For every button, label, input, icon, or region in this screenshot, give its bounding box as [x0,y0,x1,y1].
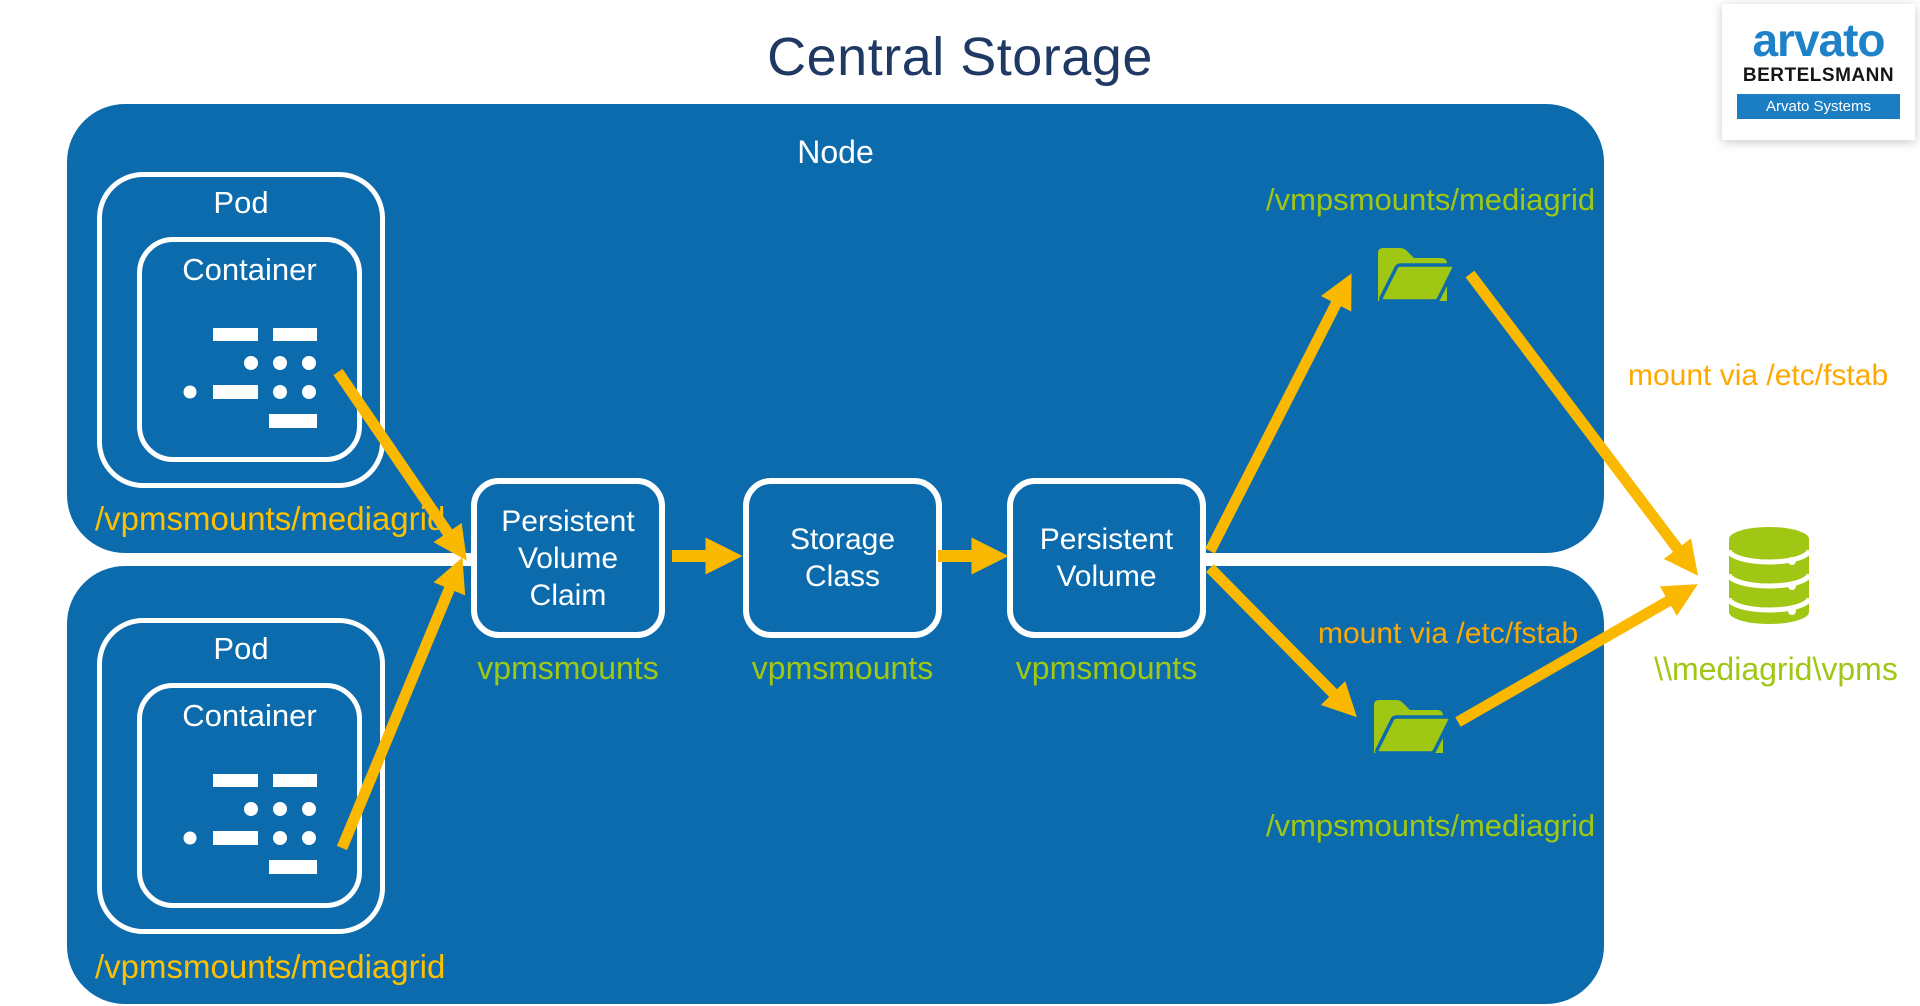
container-grid-icon [183,774,317,874]
arvato-systems-label: Arvato Systems [1765,98,1872,115]
folder-top-path-label: /vmpsmounts/mediagrid [1266,182,1596,217]
pod-label: Pod [213,631,269,666]
pod-top: Pod Container [97,172,385,488]
pod-label: Pod [213,185,269,220]
pod-top-mount-path: /vpmsmounts/mediagrid [95,500,446,537]
folder-bottom-icon [1366,691,1454,757]
folder-bottom-path-label: /vmpsmounts/mediagrid [1266,808,1596,843]
mount-via-fstab-bottom-label: mount via /etc/fstab [1318,617,1579,650]
pv-resource-name: vpmsmounts [1015,650,1198,686]
pod-bottom: Pod Container [97,618,385,934]
node-label: Node [797,134,874,170]
storage-class-box: Storage Class [743,478,942,638]
pvc-resource-name: vpmsmounts [477,650,659,686]
container-label: Container [182,698,317,733]
arvato-brand-wordmark: arvato [1752,14,1885,66]
storage-share-label: \\mediagrid\vpms [1654,651,1898,687]
pod-bottom-mount-path: /vpmsmounts/mediagrid [95,948,446,985]
arvato-logo-card: arvato BERTELSMANN Arvato Systems [1722,4,1915,140]
arvato-systems-bar: Arvato Systems [1737,94,1900,119]
container-box: Container [137,237,362,462]
mount-via-fstab-top-label: mount via /etc/fstab [1628,359,1889,392]
persistent-volume-claim-box: Persistent Volume Claim [471,478,665,638]
container-grid-icon [183,328,317,428]
persistent-volume-box: Persistent Volume [1007,478,1206,638]
page-title: Central Storage [767,27,1153,87]
container-box: Container [137,683,362,908]
database-icon [1729,527,1809,624]
storage-class-resource-name: vpmsmounts [751,650,934,686]
bertelsmann-wordmark: BERTELSMANN [1742,65,1895,86]
folder-top-icon [1370,239,1458,305]
container-label: Container [182,252,317,287]
